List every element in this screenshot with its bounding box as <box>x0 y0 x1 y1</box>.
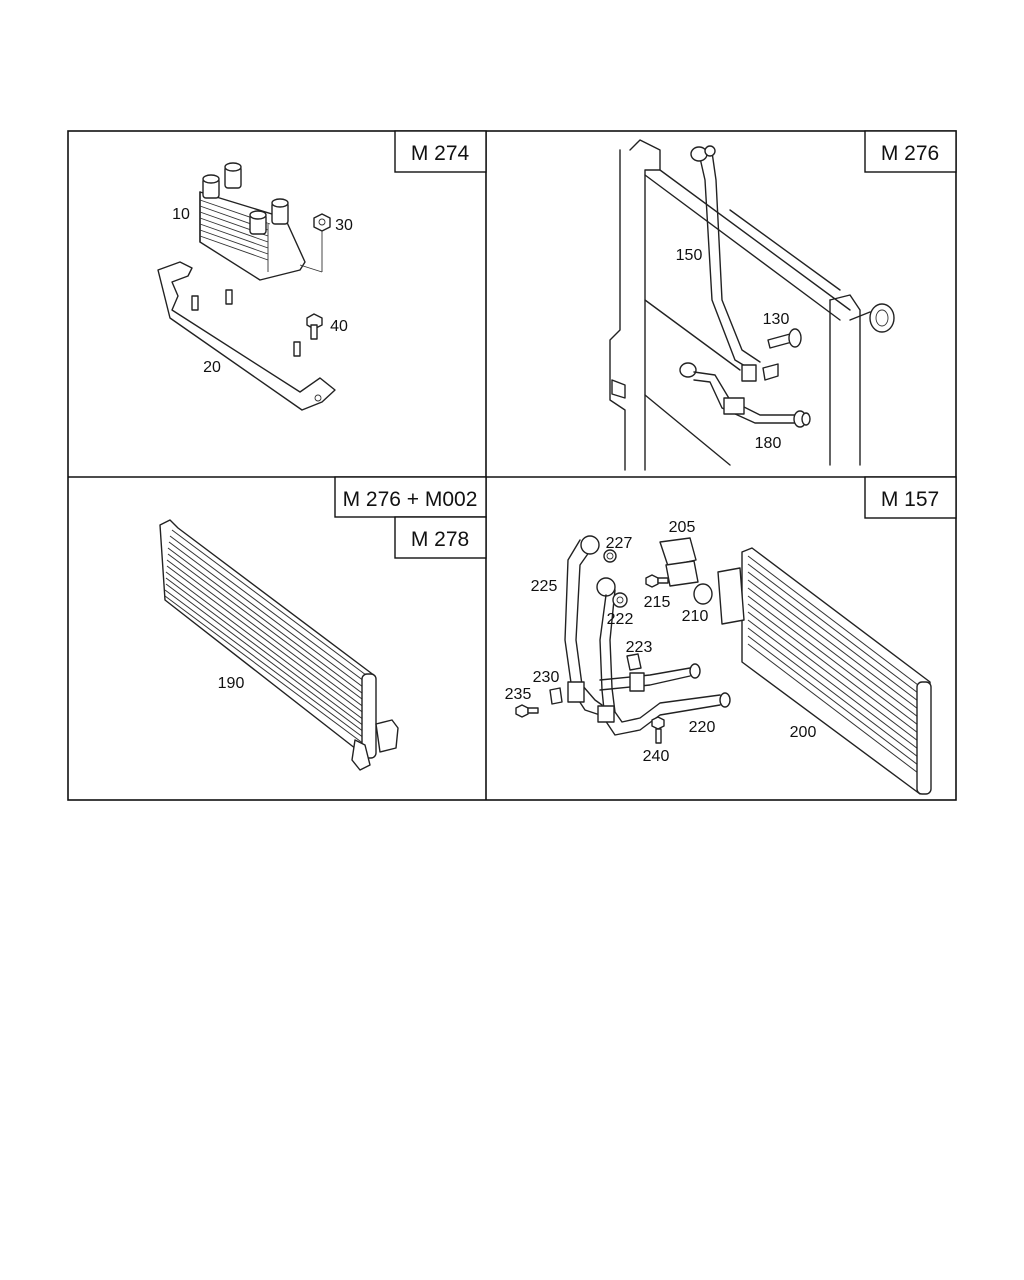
callout-210: 210 <box>682 608 709 625</box>
hose-part-150 <box>690 145 761 382</box>
callout-220: 220 <box>689 719 716 736</box>
bracket-part-20 <box>157 261 336 411</box>
engine-tag-m276-top: M 276 <box>864 130 957 173</box>
engine-tag-m278: M 278 <box>394 516 487 559</box>
engine-tag-m157-text: M 157 <box>881 488 939 511</box>
panel-m278-drawing: 190 <box>159 519 399 771</box>
callout-150: 150 <box>676 247 703 264</box>
panel-m276-drawing: 150 130 180 <box>609 139 895 471</box>
engine-tag-m157: M 157 <box>864 476 957 519</box>
callout-205: 205 <box>669 519 696 536</box>
panel-m157-drawing: 205 227 225 215 210 222 223 230 235 220 … <box>505 519 932 795</box>
callout-215: 215 <box>644 594 671 611</box>
engine-tag-m274-text: M 274 <box>411 142 470 165</box>
callout-10: 10 <box>172 206 190 223</box>
diagram-frame <box>67 130 957 801</box>
bolt-part-215 <box>645 574 669 588</box>
callout-227: 227 <box>606 535 633 552</box>
bracket-part-205 <box>659 537 699 587</box>
bolt-part-235 <box>515 704 539 718</box>
callout-222: 222 <box>607 611 634 628</box>
clip-part-230 <box>549 687 563 705</box>
cooler-part-200 <box>717 547 932 795</box>
callout-190: 190 <box>218 675 245 692</box>
callout-180: 180 <box>755 435 782 452</box>
engine-tag-m274: M 274 <box>394 130 487 173</box>
clip-part-223 <box>626 653 642 671</box>
cooler-part-190 <box>159 519 399 771</box>
callout-223: 223 <box>626 639 653 656</box>
oil-cooler-part-10 <box>199 162 306 281</box>
callout-130: 130 <box>763 311 790 328</box>
callout-225: 225 <box>531 578 558 595</box>
nut-part-30 <box>299 213 331 273</box>
callout-30: 30 <box>335 217 353 234</box>
bolt-part-240 <box>651 716 665 744</box>
callout-20: 20 <box>203 359 221 376</box>
engine-tag-m276-m002: M 276 + M002 <box>334 476 487 518</box>
engine-tag-m276-m002-text: M 276 + M002 <box>343 488 478 511</box>
callout-230: 230 <box>533 669 560 686</box>
callout-240: 240 <box>643 748 670 765</box>
engine-tag-m276-top-text: M 276 <box>881 142 939 165</box>
seal-part-222 <box>612 592 628 608</box>
callout-200: 200 <box>790 724 817 741</box>
seal-part-227 <box>603 549 617 563</box>
engine-tag-m278-text: M 278 <box>411 528 469 551</box>
callout-40: 40 <box>330 318 348 335</box>
bolt-part-40 <box>306 313 323 340</box>
callout-235: 235 <box>505 686 532 703</box>
seal-part-210 <box>693 583 713 605</box>
radiator-frame <box>609 139 895 471</box>
panel-m274-drawing: 10 20 30 40 <box>157 162 353 411</box>
hose-part-180 <box>679 362 811 428</box>
bolt-part-130 <box>762 328 802 381</box>
line-part-225 <box>564 535 731 736</box>
